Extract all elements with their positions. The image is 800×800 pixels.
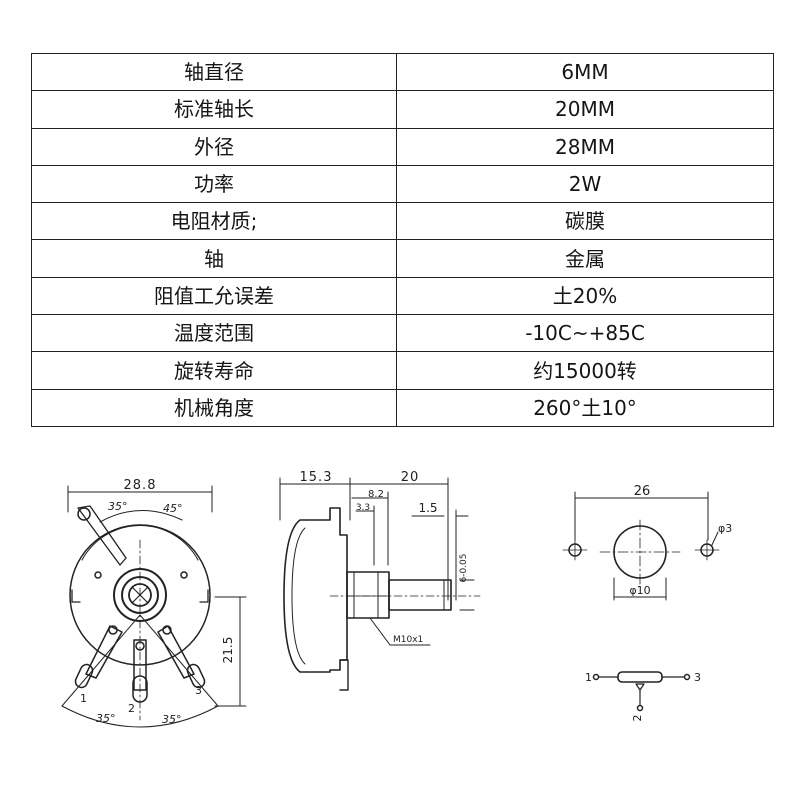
side-housing (283, 507, 348, 673)
spec-label: 标准轴长 (31, 90, 397, 129)
dim-1-5-label: 1.5 (418, 501, 437, 515)
terminal-1 (74, 625, 123, 689)
spec-table-body: 轴直径 6MM 标准轴长 20MM 外径 28MM 功率 2W 电阻材质; 碳膜… (31, 52, 774, 428)
spec-value: 土20% (396, 276, 774, 316)
dim-8-2-label: 8.2 (368, 489, 384, 500)
bushing (346, 571, 390, 619)
spec-row: 机械角度 260°土10° (31, 388, 774, 428)
spec-label: 功率 (31, 164, 397, 204)
spec-value: 碳膜 (396, 202, 774, 241)
spec-label: 阻值工允误差 (31, 276, 397, 316)
rivet (180, 571, 188, 579)
angle-label-bottom-right: 35° (162, 713, 182, 726)
technical-drawings: 28.8 35° 45° (61, 470, 732, 728)
spec-value: 28MM (396, 127, 774, 166)
terminal-2-label: 2 (128, 702, 135, 715)
spec-value: 2W (396, 164, 774, 204)
wiper-arrow (635, 683, 645, 706)
shaft (388, 579, 452, 611)
spec-label: 轴直径 (31, 52, 397, 92)
spec-row: 外径 28MM (31, 127, 774, 166)
thread-label: M10x1 (393, 635, 423, 645)
resistor-body (617, 671, 663, 683)
height-dimension-label: 21.5 (221, 637, 235, 664)
spec-row: 轴直径 6MM (31, 52, 774, 92)
spec-row: 电阻材质; 碳膜 (31, 202, 774, 241)
width-dimension (67, 485, 213, 513)
schematic-pin-3-label: 3 (694, 671, 701, 684)
hole-spacing-label: 26 (634, 484, 651, 499)
side-lug (339, 659, 349, 691)
width-dimension-label: 28.8 (124, 478, 157, 493)
spec-label: 电阻材质; (31, 202, 397, 241)
spec-label: 温度范围 (31, 314, 397, 353)
spec-row: 温度范围 -10C~+85C (31, 314, 774, 353)
dim-3-3-label: 3.3 (356, 503, 370, 513)
spec-value: 6MM (396, 52, 774, 92)
spec-label: 机械角度 (31, 388, 397, 428)
side-housing-inner (291, 527, 306, 665)
spec-value: 约15000转 (396, 351, 774, 390)
potentiometer-schematic: 1 3 2 (585, 671, 701, 722)
shaft-diameter-label: 6-0.05 (459, 553, 469, 582)
front-view-drawing: 28.8 35° 45° (61, 478, 247, 728)
spec-row: 旋转寿命 约15000转 (31, 351, 774, 390)
terminal-3-label: 3 (195, 684, 202, 697)
side-view-drawing: 15.3 20 8.2 3.3 1.5 6-0.05 M10x1 (279, 470, 481, 691)
height-dimension (214, 596, 247, 707)
hole-diameter-leader (711, 531, 719, 546)
terminal-3 (157, 625, 206, 689)
mounting-lug (77, 505, 127, 566)
spec-label: 外径 (31, 127, 397, 166)
hole-spacing-dimension (574, 491, 709, 541)
spec-row: 阻值工允误差 土20% (31, 276, 774, 316)
angle-label-top-right: 45° (163, 502, 183, 515)
terminal-1-label: 1 (80, 692, 87, 705)
schematic-pin-2-label: 2 (631, 715, 644, 722)
spec-table: 轴直径 6MM 标准轴长 20MM 外径 28MM 功率 2W 电阻材质; 碳膜… (31, 52, 774, 428)
hole-diameter-label: φ3 (718, 522, 732, 535)
terminal-2 (132, 639, 148, 703)
rivet (94, 571, 102, 579)
spec-row: 标准轴长 20MM (31, 90, 774, 129)
body-length-label: 15.3 (300, 470, 333, 485)
spec-label: 轴 (31, 239, 397, 278)
angle-label-bottom-left: 35° (96, 712, 116, 725)
shaft-length-label: 20 (401, 470, 420, 485)
schematic-pin-1-label: 1 (585, 671, 592, 684)
mounting-flange (71, 589, 209, 603)
center-diameter-dimension (613, 577, 667, 601)
spec-value: 20MM (396, 90, 774, 129)
angle-arc-top (99, 510, 183, 523)
housing-rim (81, 525, 199, 561)
thread-leader (369, 617, 431, 646)
spec-label: 旋转寿命 (31, 351, 397, 390)
spec-value: -10C~+85C (396, 314, 774, 353)
spec-row: 功率 2W (31, 164, 774, 204)
angle-label-top-left: 35° (108, 500, 128, 513)
center-diameter-label: φ10 (629, 584, 650, 597)
spec-row: 轴 金属 (31, 239, 774, 278)
spec-value: 260°土10° (396, 388, 774, 428)
rotation-angle-lines (61, 614, 219, 728)
mount-view-drawing: 26 φ3 φ10 (562, 484, 732, 601)
spec-value: 金属 (396, 239, 774, 278)
